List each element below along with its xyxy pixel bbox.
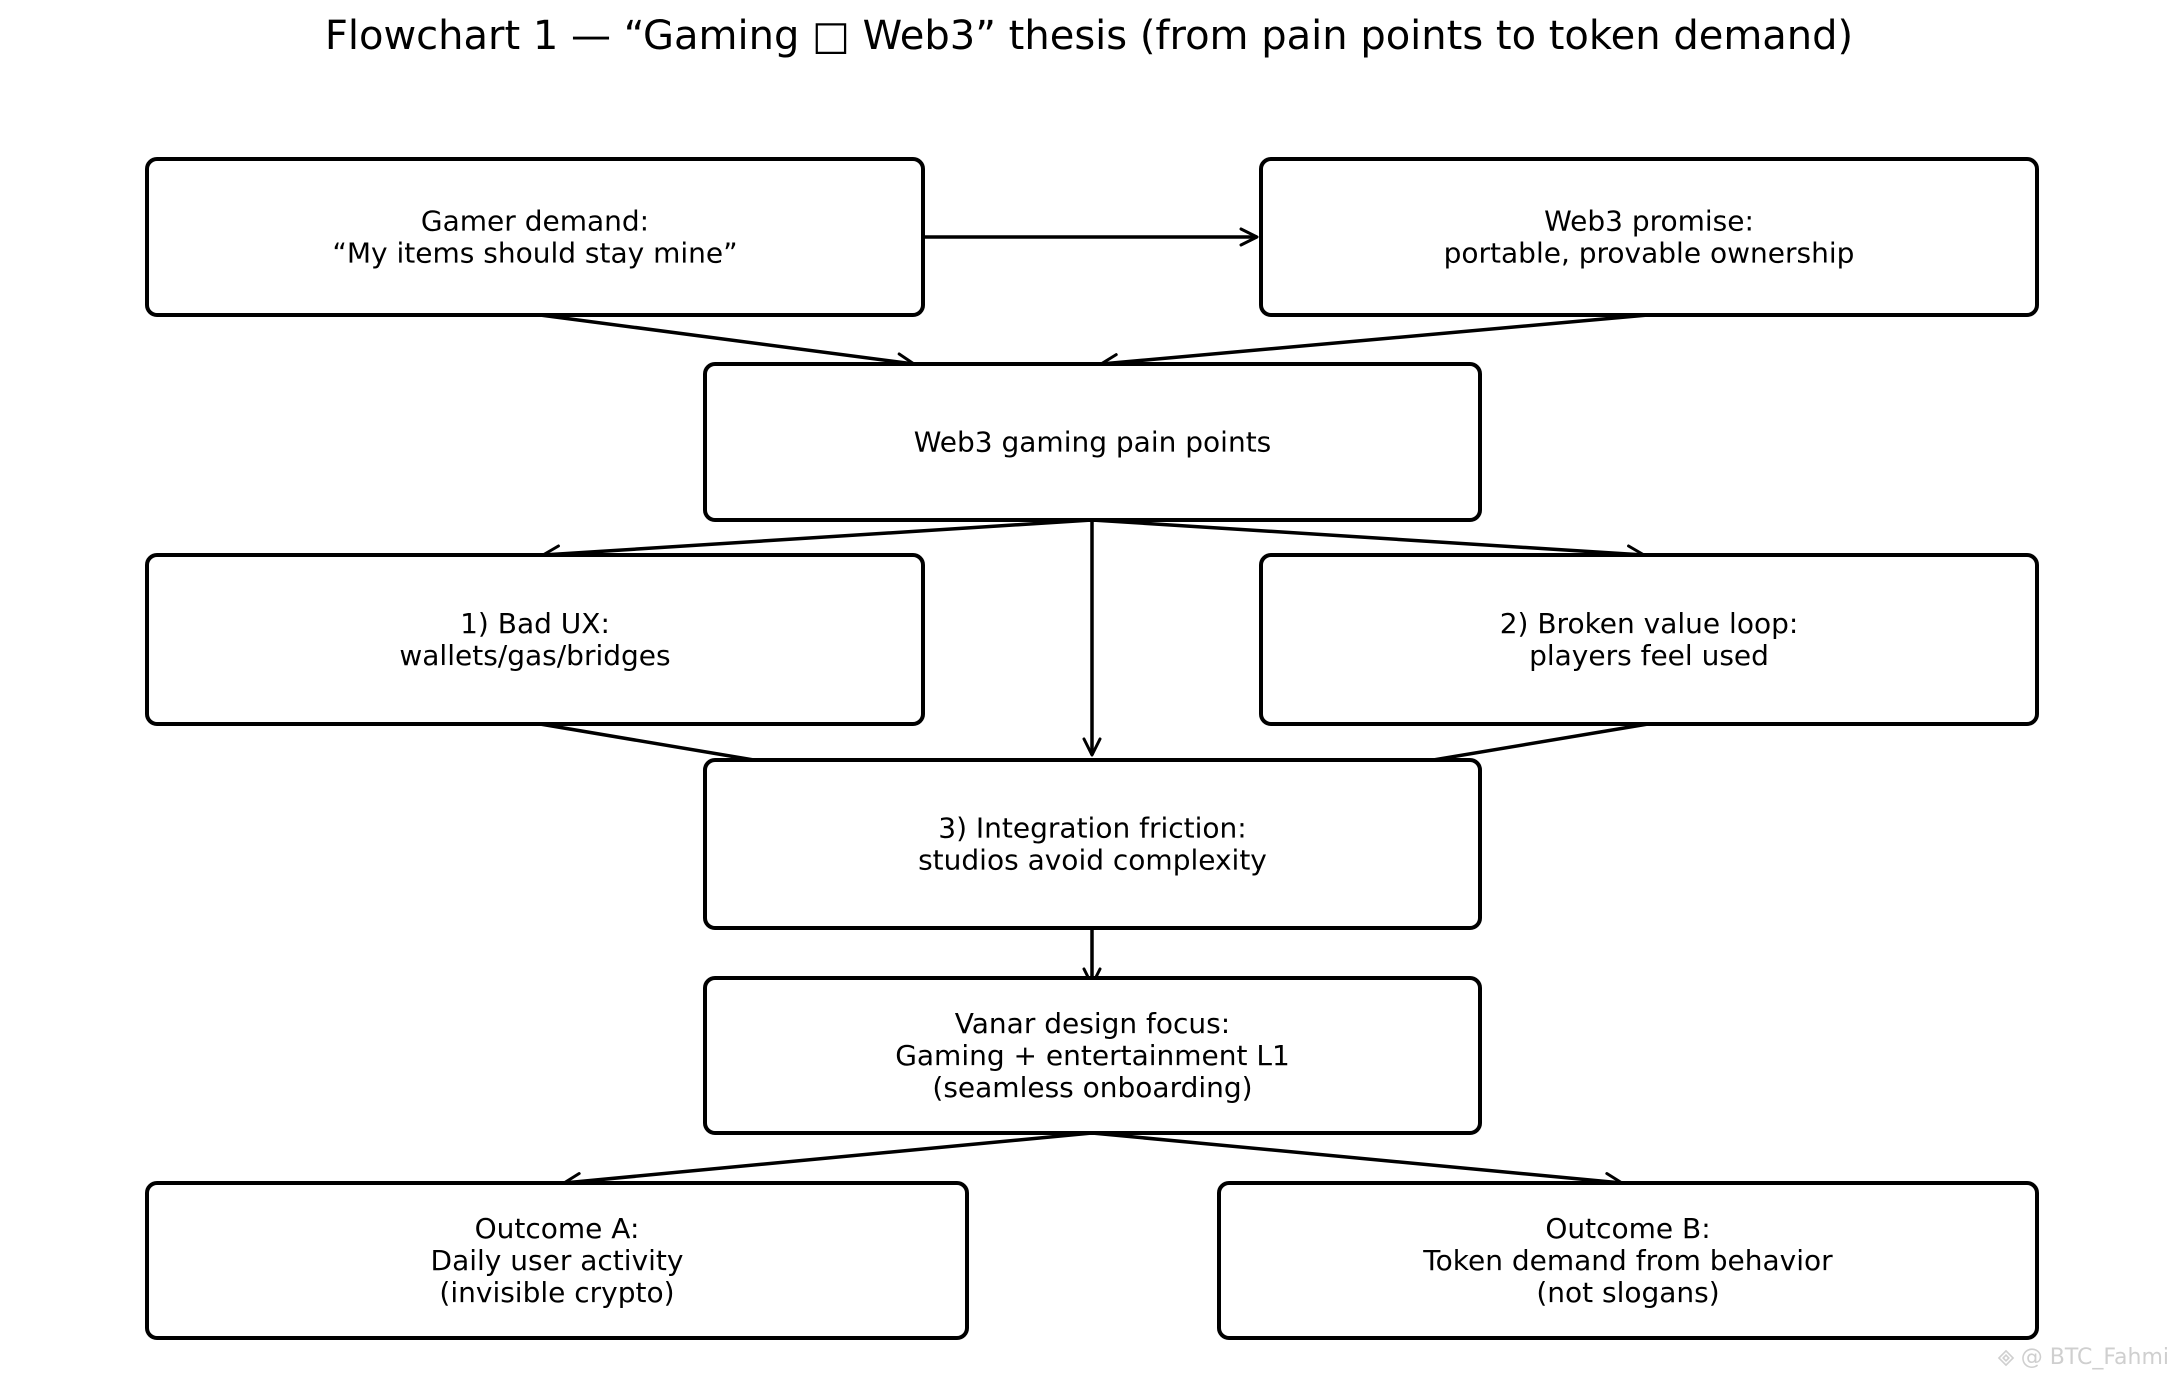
node-label-line: 2) Broken value loop: <box>1500 607 1799 640</box>
arrow-web3-promise-to-pain-points <box>1099 313 1649 373</box>
binance-square-icon <box>1997 1349 2014 1366</box>
node-gamer-demand: Gamer demand:“My items should stay mine” <box>145 157 925 317</box>
arrow-pain-points-to-bad-ux <box>541 518 1093 564</box>
node-bad-ux: 1) Bad UX:wallets/gas/bridges <box>145 553 925 726</box>
nodes-layer: Gamer demand:“My items should stay mine”… <box>145 157 2039 1340</box>
watermark: @ BTC_Fahmi <box>1995 1345 2169 1370</box>
node-label-line: studios avoid complexity <box>918 844 1267 877</box>
node-label-line: Outcome B: <box>1545 1212 1710 1245</box>
node-box <box>145 553 925 726</box>
edges-layer <box>539 227 1649 1191</box>
arrow-vanar-focus-to-outcome-a <box>562 1131 1093 1191</box>
node-pain-points: Web3 gaming pain points <box>703 362 1482 522</box>
node-label-line: Gamer demand: <box>421 205 649 238</box>
node-box <box>145 157 925 317</box>
node-label-line: Web3 gaming pain points <box>914 426 1272 459</box>
node-label-line: Outcome A: <box>475 1212 640 1245</box>
node-label-line: players feel used <box>1529 639 1769 672</box>
node-label-line: “My items should stay mine” <box>332 237 737 270</box>
node-box <box>1259 157 2039 317</box>
node-label-line: Gaming + entertainment L1 <box>895 1039 1290 1072</box>
node-box <box>703 758 1482 930</box>
node-label-line: wallets/gas/bridges <box>399 639 670 672</box>
node-label-line: Token demand from behavior <box>1422 1244 1833 1277</box>
arrow-pain-points-to-value-loop <box>1091 518 1646 564</box>
node-outcome-b: Outcome B:Token demand from behavior(not… <box>1217 1181 2039 1340</box>
node-label-line: (not slogans) <box>1536 1276 1719 1309</box>
arrow-vanar-focus-to-outcome-b <box>1091 1131 1624 1191</box>
node-label-line: (seamless onboarding) <box>932 1071 1252 1104</box>
node-integration-friction: 3) Integration friction:studios avoid co… <box>703 758 1482 930</box>
node-label-line: 3) Integration friction: <box>938 812 1246 845</box>
node-box <box>1217 1181 2039 1340</box>
node-value-loop: 2) Broken value loop:players feel used <box>1259 553 2039 726</box>
node-outcome-a: Outcome A:Daily user activity(invisible … <box>145 1181 969 1340</box>
diagram-title: Flowchart 1 — “Gaming □ Web3” thesis (fr… <box>325 13 1853 59</box>
node-vanar-focus: Vanar design focus:Gaming + entertainmen… <box>703 976 1482 1135</box>
node-label-line: (invisible crypto) <box>439 1276 674 1309</box>
node-web3-promise: Web3 promise:portable, provable ownershi… <box>1259 157 2039 317</box>
node-box <box>703 362 1482 522</box>
node-label-line: Vanar design focus: <box>955 1007 1230 1040</box>
node-label-line: 1) Bad UX: <box>460 607 610 640</box>
node-box <box>145 1181 969 1340</box>
node-box <box>703 976 1482 1135</box>
watermark-text: @ BTC_Fahmi <box>2020 1345 2169 1370</box>
arrow-gamer-demand-to-pain-points <box>539 313 916 372</box>
node-label-line: Web3 promise: <box>1544 205 1754 238</box>
node-label-line: portable, provable ownership <box>1444 237 1855 270</box>
node-box <box>1259 553 2039 726</box>
node-label-line: Daily user activity <box>431 1244 684 1277</box>
